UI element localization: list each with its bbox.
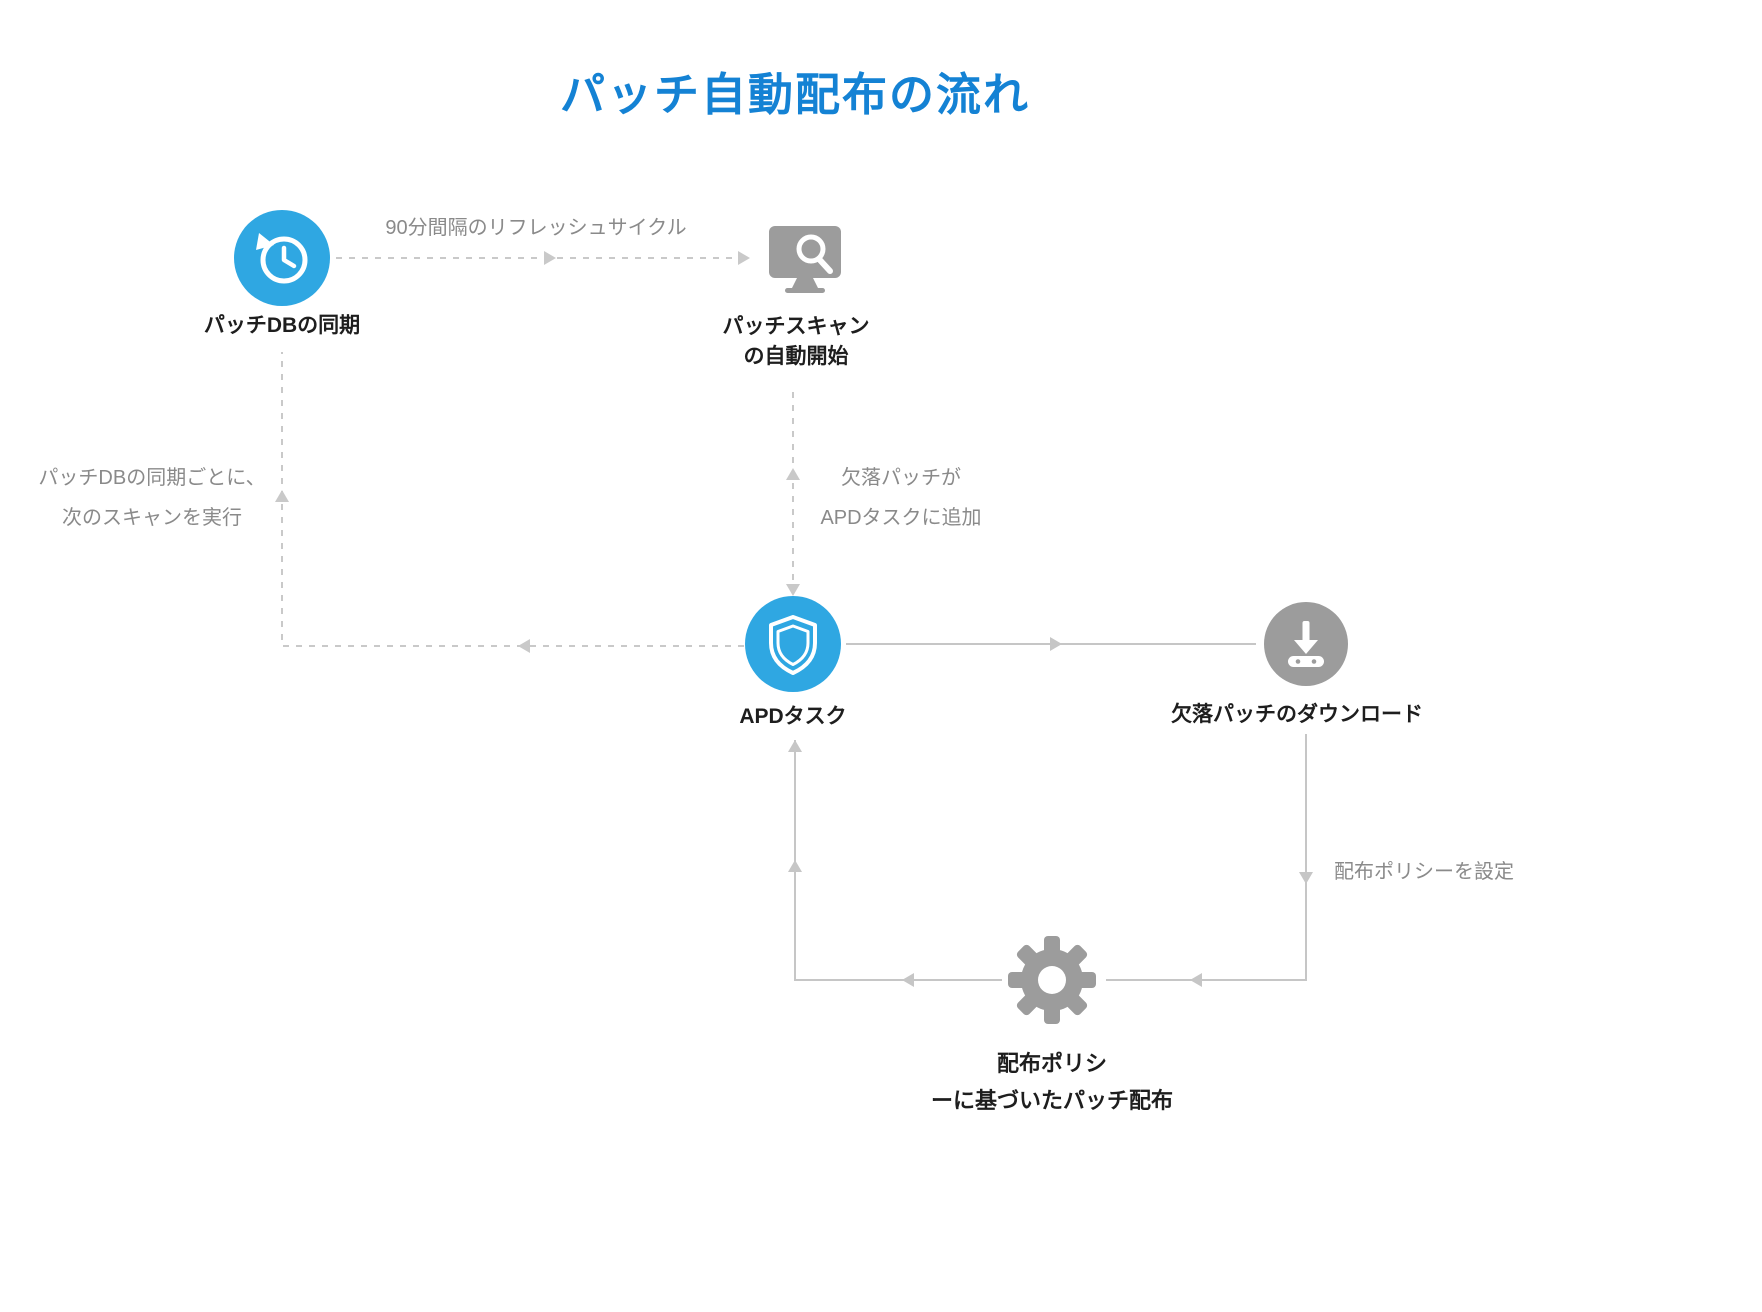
node-label-policy-deploy: 配布ポリシ ーに基づいたパッチ配布 (930, 1051, 1174, 1113)
edge-sync-to-scan (336, 251, 750, 265)
edge-label-missing-added: 欠落パッチが APDタスクに追加 (820, 467, 982, 529)
history-sync-icon (234, 210, 330, 306)
node-patch-db-sync (234, 210, 330, 306)
edge-apd-return-to-sync (275, 352, 744, 653)
node-label-patch-db-sync: パッチDBの同期 (203, 314, 361, 337)
edge-download-to-deploy (1106, 734, 1313, 987)
gear-icon (1008, 936, 1096, 1024)
node-policy-deploy (1004, 932, 1100, 1028)
node-apd-task (745, 596, 841, 692)
node-label-apd-task: APDタスク (739, 705, 847, 728)
download-icon (1264, 602, 1348, 686)
edge-scan-to-apd (786, 392, 800, 596)
monitor-search-icon (769, 226, 841, 293)
edge-label-refresh-cycle: 90分間隔のリフレッシュサイクル (385, 217, 687, 239)
node-missing-patch-download (1264, 602, 1348, 686)
edge-label-next-scan: パッチDBの同期ごとに、 次のスキャンを実行 (38, 467, 266, 529)
page-title: パッチ自動配布の流れ (559, 69, 1031, 120)
node-label-patch-scan: パッチスキャン の自動開始 (722, 315, 870, 368)
edge-label-set-policy: 配布ポリシーを設定 (1334, 861, 1514, 883)
shield-icon (745, 596, 841, 692)
edge-deploy-to-apd (788, 740, 1002, 987)
edge-apd-to-download (846, 637, 1256, 651)
node-patch-scan (757, 210, 853, 306)
node-label-missing-patch-download: 欠落パッチのダウンロード (1171, 703, 1423, 726)
